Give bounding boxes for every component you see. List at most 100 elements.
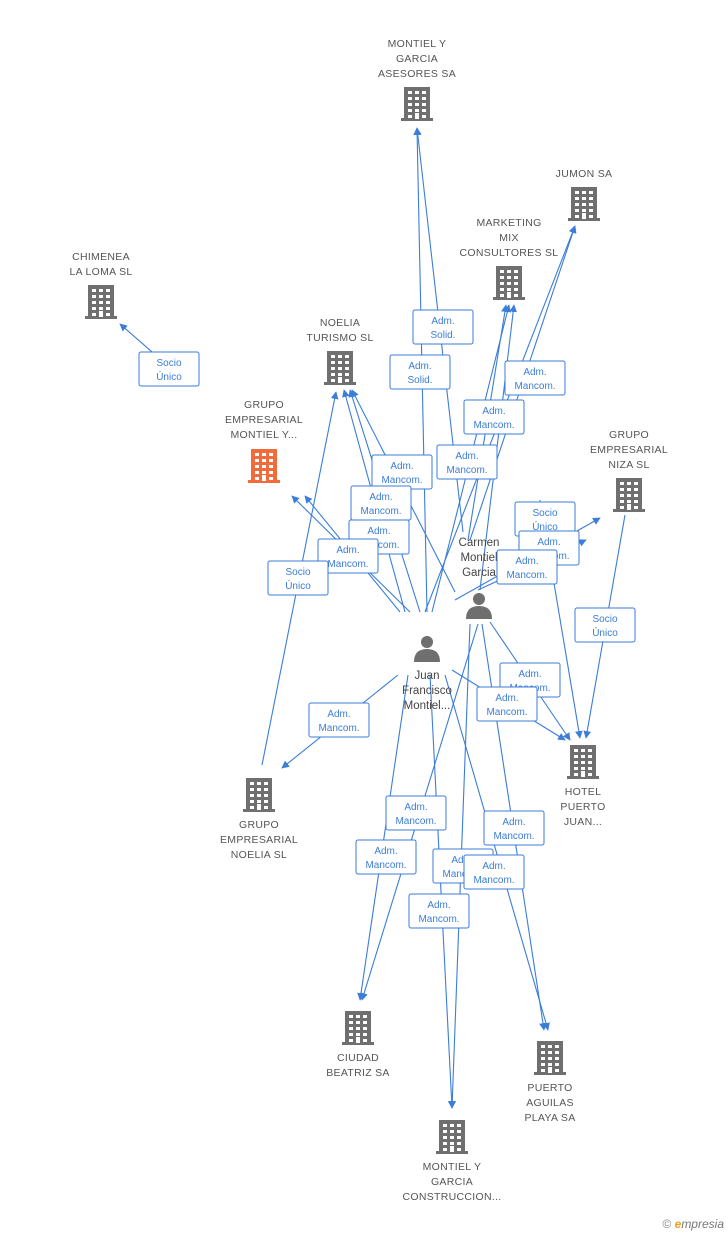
company-building-icon-jumon (568, 187, 600, 221)
company-label-jumon: JUMON SA (556, 168, 613, 180)
company-label-montiel-asesores-line: ASESORES SA (378, 68, 456, 80)
svg-text:Adm.Mancom.: Adm.Mancom. (365, 846, 406, 871)
relation-label-text: Adm. (537, 537, 560, 548)
relation-label-text: Adm. (374, 846, 397, 857)
relation-label-4: Adm.Mancom. (463, 399, 525, 435)
company-building-icon-montiel-asesores (401, 87, 433, 121)
person-icon-carmen (466, 593, 492, 619)
svg-text:Adm.Mancom.: Adm. Mancom. (358, 526, 399, 551)
company-label-hotel-puerto-line: JUAN... (564, 816, 602, 828)
relation-label-17: Adm.Mancom. (308, 702, 370, 738)
relation-edge-20 (357, 674, 409, 1001)
company-label-grupo-montiel-line: GRUPO (244, 399, 284, 411)
company-label-jumon-line: JUMON SA (556, 168, 613, 180)
company-building-icon-noelia-turismo (324, 351, 356, 385)
relation-label-text: Mancom. (493, 831, 534, 842)
relation-label-3: Adm.Mancom. (504, 360, 566, 396)
company-label-ciudad-beatriz-line: BEATRIZ SA (326, 1067, 389, 1079)
svg-text:Adm.Mancom.: Adm. Mancom. (418, 900, 459, 925)
relation-label-text: Único (156, 370, 182, 383)
company-label-puerto-aguilas-line: AGUILAS (526, 1097, 574, 1109)
person-label-carmen-line: Montiel (460, 552, 497, 564)
relation-label-text: Único (592, 626, 618, 639)
company-label-grupo-noelia-line: GRUPO (239, 819, 279, 831)
relation-label-6: Adm.Mancom. (371, 454, 433, 490)
relation-label-text: Mancom. (506, 570, 547, 581)
company-label-ciudad-beatriz-line: CIUDAD (337, 1052, 379, 1064)
company-building-icon-puerto-aguilas (534, 1041, 566, 1075)
relation-label-18: Adm. Mancom. (385, 795, 447, 831)
company-label-hotel-puerto-line: HOTEL (565, 786, 602, 798)
relation-label-text: Mancom. (418, 914, 459, 925)
relation-label-text: Mancom. (358, 540, 399, 551)
footer-credit: © empresia (662, 1217, 724, 1231)
relation-label-text: Mancom. (395, 816, 436, 827)
relation-label-text: Adm. (427, 900, 450, 911)
company-building-icon-grupo-noelia (243, 778, 275, 812)
relation-label-7: Adm.Mancom. (350, 485, 412, 521)
relation-label-16: Adm.Mancom. (476, 686, 538, 722)
relation-label-text: Mancom. (473, 420, 514, 431)
company-label-grupo-montiel-line: EMPRESARIAL (225, 414, 303, 426)
svg-text:Adm.Mancom.: Adm.Mancom. (327, 545, 368, 570)
relation-label-text: Adm. (367, 526, 390, 537)
company-label-grupo-noelia: GRUPO EMPRESARIAL NOELIA SL (220, 819, 298, 861)
svg-text:Adm.Mancom.: Adm.Mancom. (473, 861, 514, 886)
svg-text:Adm.Mancom.: Adm.Mancom. (446, 451, 487, 476)
svg-text:Adm.Mancom.: Adm.Mancom. (486, 693, 527, 718)
company-building-icon-grupo-montiel (248, 449, 280, 483)
relation-label-text: Mancom. (318, 723, 359, 734)
relation-label-1: Adm.Solid. (412, 309, 474, 345)
empresia-logo-text: mpresia (681, 1217, 724, 1231)
relation-label-text: Mancom. (446, 465, 487, 476)
company-building-icon-ciudad-beatriz (342, 1011, 374, 1045)
company-label-grupo-noelia-line: NOELIA SL (231, 849, 287, 861)
edges-layer (119, 127, 626, 1109)
relation-label-9: Adm.Mancom. (317, 538, 379, 574)
relation-label-text: Mancom. (486, 707, 527, 718)
relation-label-text: Adm. (404, 802, 427, 813)
company-label-grupo-niza-line: NIZA SL (608, 459, 649, 471)
svg-text:Adm.Mancom.: Adm.Mancom. (360, 492, 401, 517)
empresia-logo-e: e (674, 1217, 682, 1231)
relation-label-text: Adm. (523, 367, 546, 378)
company-label-noelia-turismo-line: NOELIA (320, 317, 360, 329)
company-building-icon-grupo-niza (613, 478, 645, 512)
svg-text:Adm.Mancom.: Adm. Mancom. (395, 802, 436, 827)
company-label-grupo-noelia-line: EMPRESARIAL (220, 834, 298, 846)
person-label-carmen-line: Carmen (459, 537, 500, 549)
relation-label-22: Adm.Mancom. (463, 854, 525, 890)
relation-edge-24 (444, 674, 550, 1031)
relation-label-text: Mancom. (360, 506, 401, 517)
company-label-hotel-puerto-line: PUERTO (560, 801, 605, 813)
relation-label-text: Adm. (518, 669, 541, 680)
relation-label-20: Adm.Mancom. (355, 839, 417, 875)
svg-text:Adm.Mancom.: Adm.Mancom. (506, 556, 547, 581)
company-label-montiel-construccion-line: MONTIEL Y (423, 1161, 482, 1173)
company-building-icon-marketing-mix (493, 266, 525, 300)
company-label-montiel-asesores-line: MONTIEL Y (388, 38, 447, 50)
relation-label-5: Adm.Mancom. (436, 444, 498, 480)
svg-text:Adm.Mancom.: Adm.Mancom. (442, 855, 483, 880)
company-label-noelia-turismo-line: TURISMO SL (306, 332, 373, 344)
company-label-chimenea-line: LA LOMA SL (69, 266, 132, 278)
company-label-montiel-construccion-line: CONSTRUCCION... (403, 1191, 502, 1203)
relation-label-text: Socio (532, 508, 557, 519)
relation-label-19: Adm.Mancom. (483, 810, 545, 846)
company-label-puerto-aguilas-line: PLAYA SA (524, 1112, 575, 1124)
svg-text:Adm.Solid.: Adm.Solid. (407, 361, 432, 386)
company-label-marketing-mix-line: MIX (499, 232, 519, 244)
